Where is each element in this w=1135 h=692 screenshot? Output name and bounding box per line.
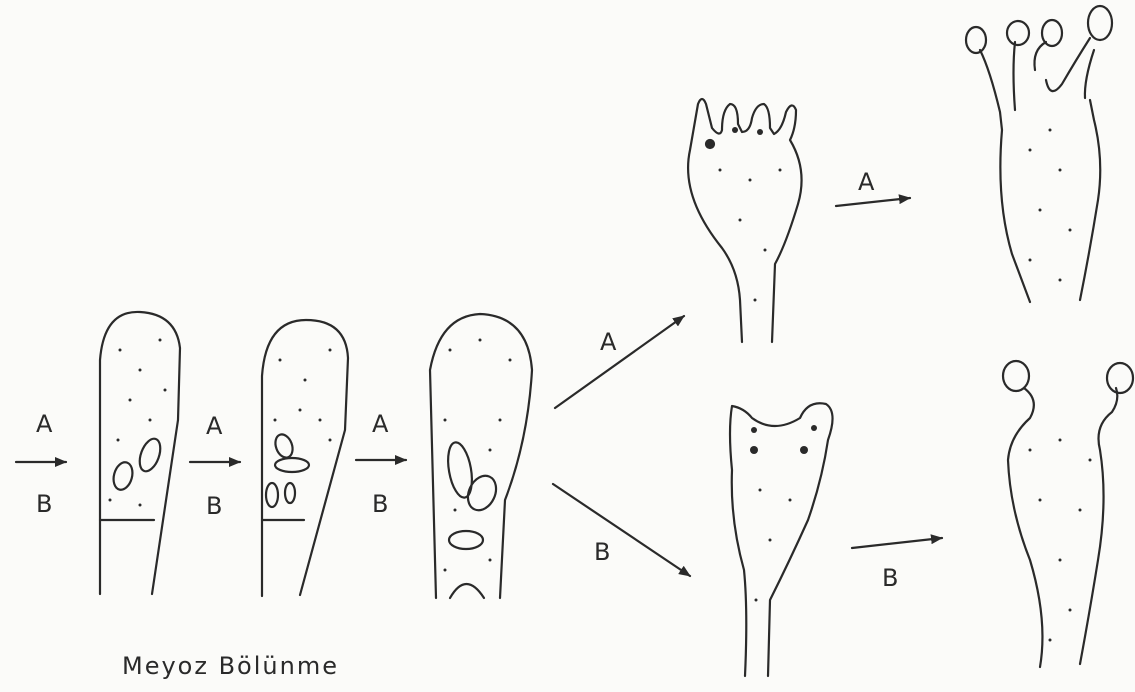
basidium-sterigmata-a	[688, 99, 801, 342]
final-down-label: B	[882, 566, 898, 590]
arrow-final-down	[852, 538, 942, 548]
arrow-final-up	[836, 198, 910, 206]
basidium-stage-1	[100, 312, 180, 594]
arrow-3-label-bottom: B	[372, 492, 388, 516]
basidium-lobes-b	[730, 403, 833, 676]
arrow-2-label-top: A	[206, 414, 222, 438]
arrow-branch-down	[553, 484, 690, 576]
arrow-2-label-bottom: B	[206, 494, 222, 518]
final-up-label: A	[858, 170, 874, 194]
basidium-stage-3	[430, 314, 532, 598]
basidium-stage-2	[262, 320, 348, 596]
arrow-1-label-top: A	[36, 412, 52, 436]
arrow-branch-up	[555, 316, 684, 408]
branch-up-label: A	[600, 330, 616, 354]
basidium-spores-a	[966, 6, 1112, 302]
branch-down-label: B	[594, 540, 610, 564]
basidium-spores-b	[1003, 361, 1133, 667]
arrow-1-label-bottom: B	[36, 492, 52, 516]
arrow-3-label-top: A	[372, 412, 388, 436]
figure-caption: Meyoz Bölünme	[122, 654, 339, 678]
